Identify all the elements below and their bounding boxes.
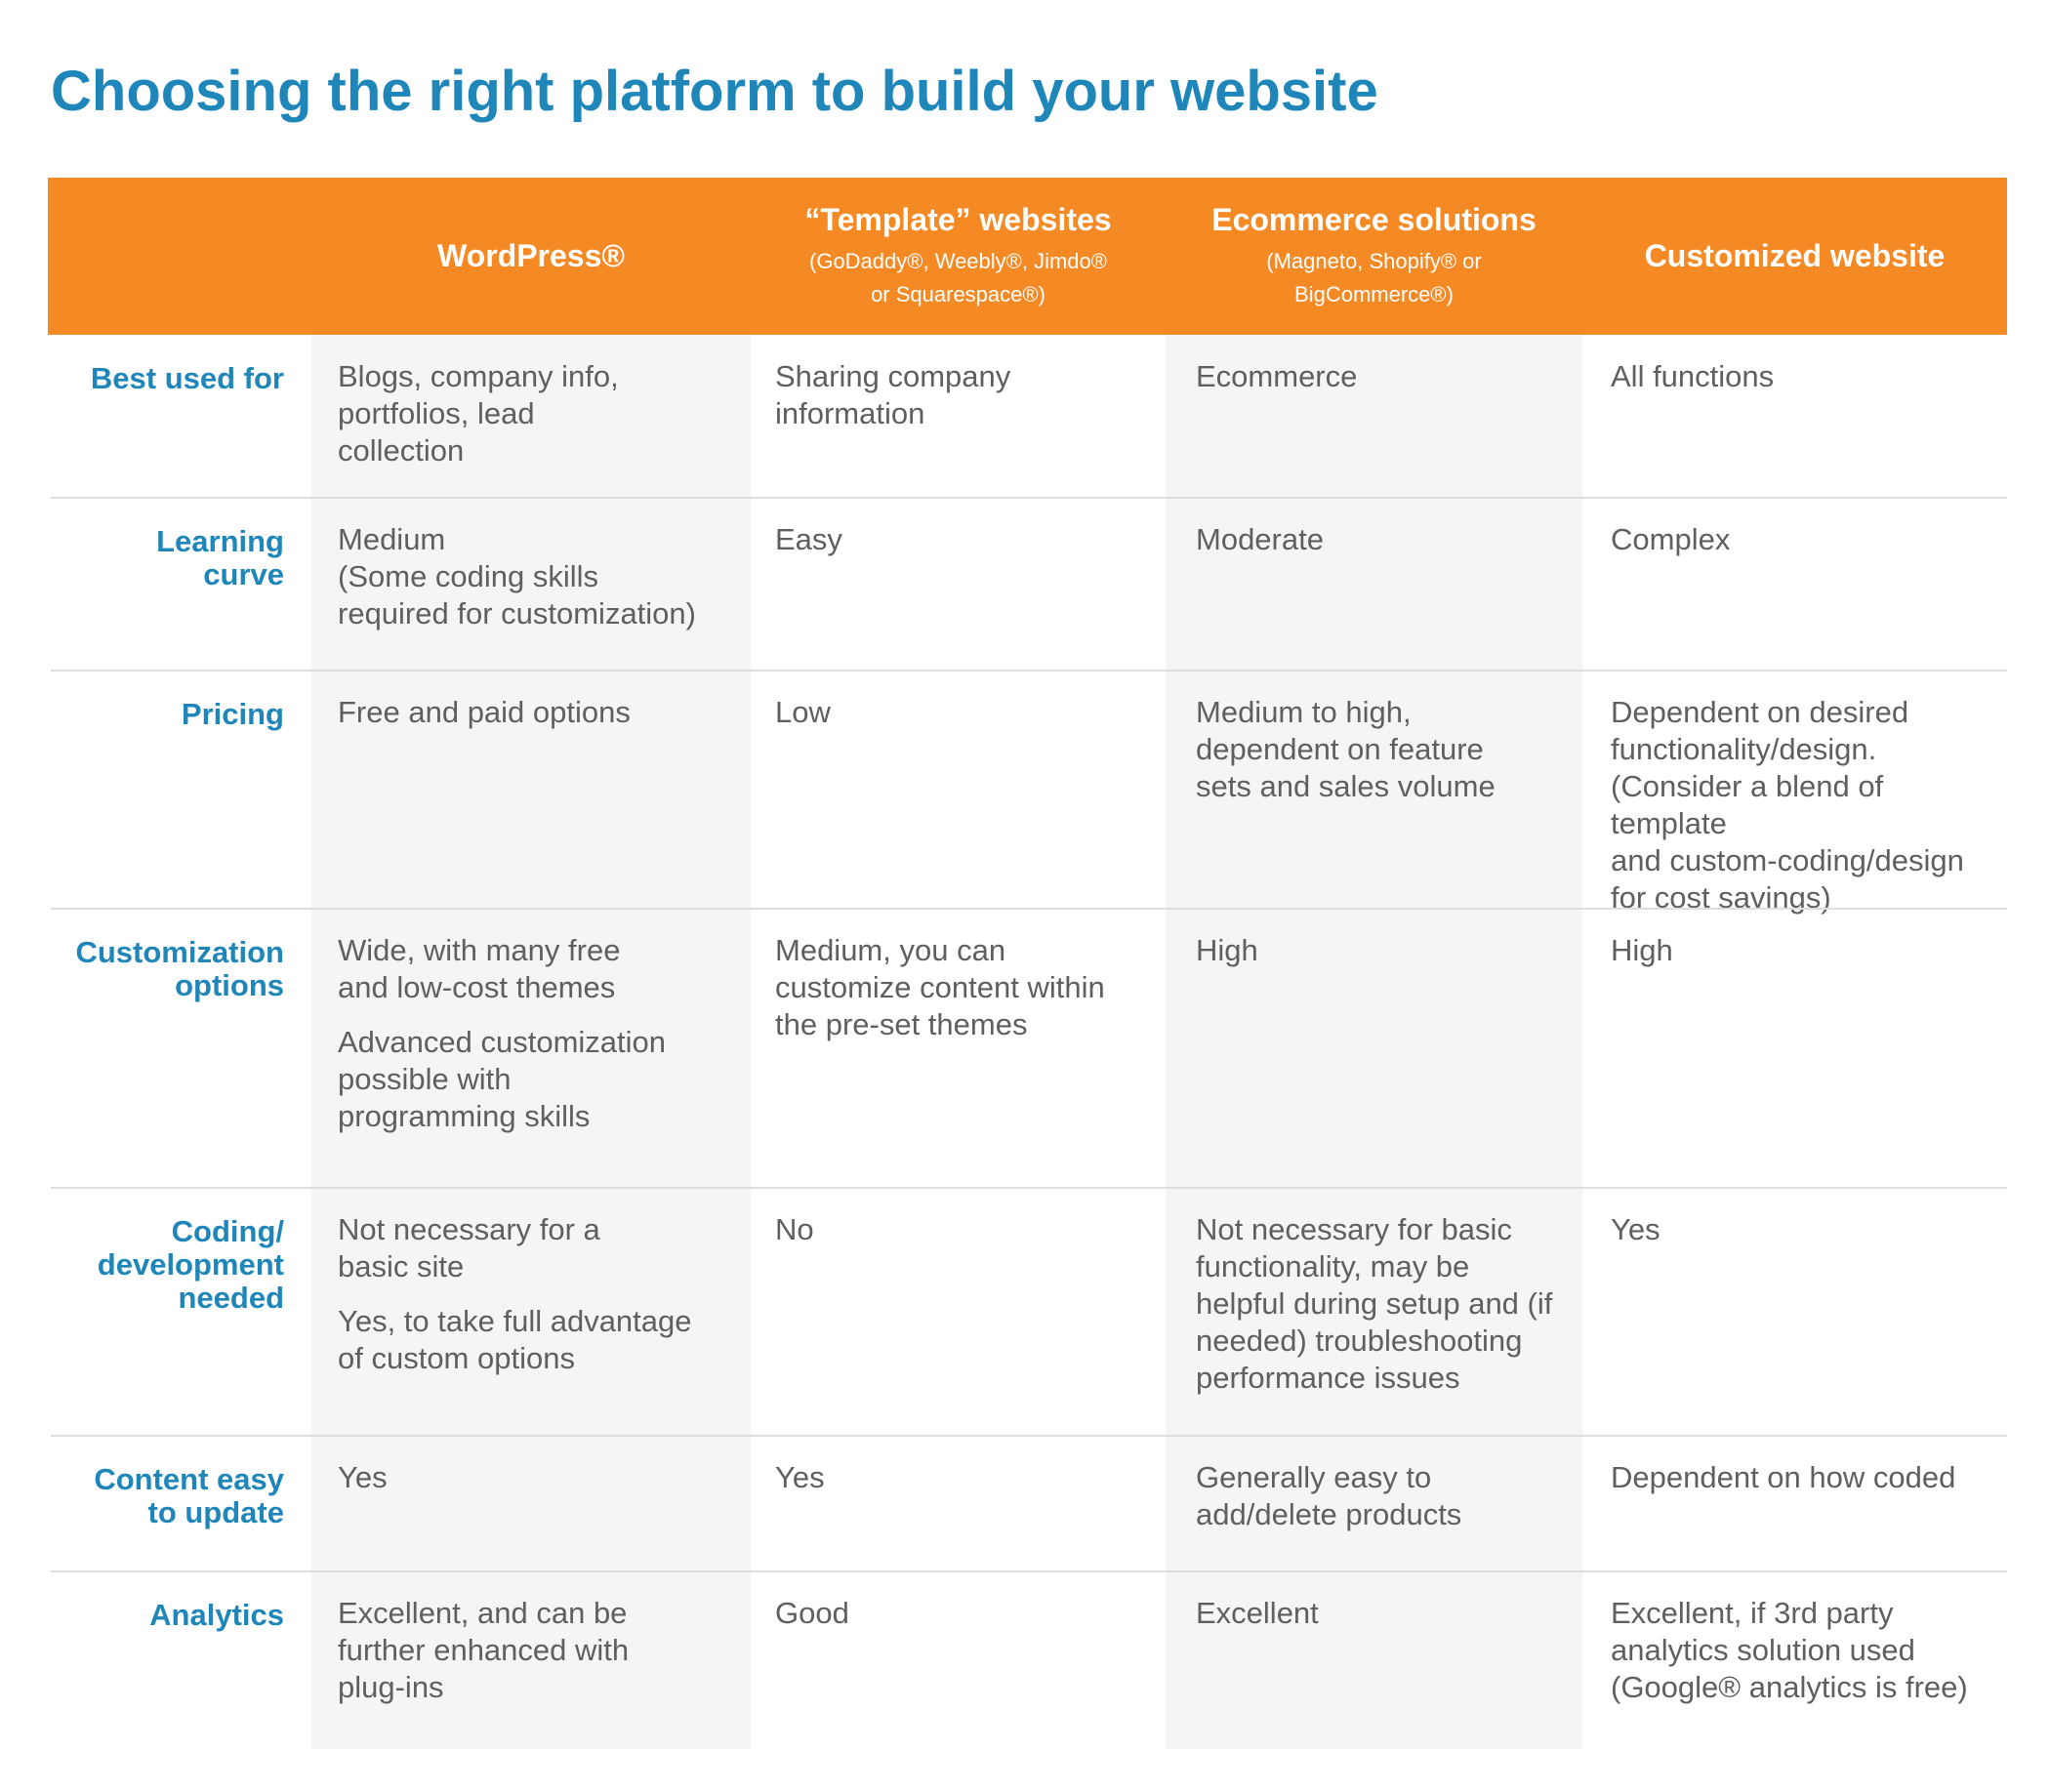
row-divider — [51, 908, 2007, 910]
cell-text: Good — [775, 1596, 849, 1630]
table-cell: High — [1611, 932, 2001, 969]
table-cell: All functions — [1611, 358, 2001, 395]
row-label-analytics: Analytics — [149, 1598, 284, 1632]
table-cell: Moderate — [1196, 521, 1577, 558]
cell-text: Moderate — [1196, 522, 1324, 556]
table-cell: High — [1196, 932, 1577, 969]
table-header: WordPress® “Template” websites (GoDaddy®, … — [48, 178, 2007, 335]
cell-text: Yes — [338, 1460, 388, 1494]
table-cell: Low — [775, 694, 1160, 731]
column-header-ecommerce-solutions: Ecommerce solutions (Magneto, Shopify® or… — [1166, 178, 1582, 335]
row-label-best-used-for: Best used for — [90, 361, 284, 395]
cell-text: Ecommerce — [1196, 359, 1358, 393]
table-cell: No — [775, 1211, 1160, 1248]
column-header-subtitle: (GoDaddy®, Weebly®, Jimdo®or Squarespace… — [809, 248, 1107, 306]
table-cell: Dependent on how coded — [1611, 1459, 2001, 1496]
page-title: Choosing the right platform to build you… — [51, 60, 1378, 123]
row-divider — [51, 497, 2007, 499]
column-header-template-websites: “Template” websites (GoDaddy®, Weebly®, J… — [751, 178, 1166, 335]
cell-text: High — [1196, 933, 1258, 967]
column-header-title: Customized website — [1644, 238, 1946, 274]
column-shading — [311, 335, 751, 1749]
row-divider — [51, 1187, 2007, 1189]
cell-text: Yes — [1611, 1212, 1660, 1246]
table-cell: Yes — [338, 1459, 745, 1496]
table-cell: Complex — [1611, 521, 2001, 558]
table-cell: Good — [775, 1595, 1160, 1632]
table-cell: Excellent — [1196, 1595, 1577, 1632]
cell-text: Dependent on how coded — [1611, 1460, 1956, 1494]
cell-text: High — [1611, 933, 1673, 967]
cell-text: No — [775, 1212, 814, 1246]
row-divider — [51, 1570, 2007, 1572]
cell-text: Excellent — [1196, 1596, 1319, 1630]
column-header-title: WordPress® — [437, 238, 625, 274]
table-cell: Yes — [1611, 1211, 2001, 1248]
cell-text: Free and paid options — [338, 695, 631, 729]
cell-text: Low — [775, 695, 831, 729]
table-cell: Free and paid options — [338, 694, 745, 731]
table-cell: Easy — [775, 521, 1160, 558]
column-shading — [1166, 335, 1582, 1749]
column-header-title: Ecommerce solutions — [1211, 202, 1537, 238]
column-header-customized-website: Customized website — [1582, 178, 2007, 335]
comparison-table: WordPress® “Template” websites (GoDaddy®, … — [48, 178, 2007, 1749]
row-divider — [51, 1435, 2007, 1437]
table-cell: Ecommerce — [1196, 358, 1577, 395]
row-label-pricing: Pricing — [181, 697, 284, 731]
row-divider — [51, 670, 2007, 672]
cell-text: All functions — [1611, 359, 1775, 393]
cell-text: Easy — [775, 522, 842, 556]
table-cell: Yes — [775, 1459, 1160, 1496]
cell-text: Complex — [1611, 522, 1731, 556]
column-header-title: “Template” websites — [804, 202, 1112, 238]
cell-text: Yes — [775, 1460, 825, 1494]
column-header-wordpress: WordPress® — [311, 178, 751, 335]
